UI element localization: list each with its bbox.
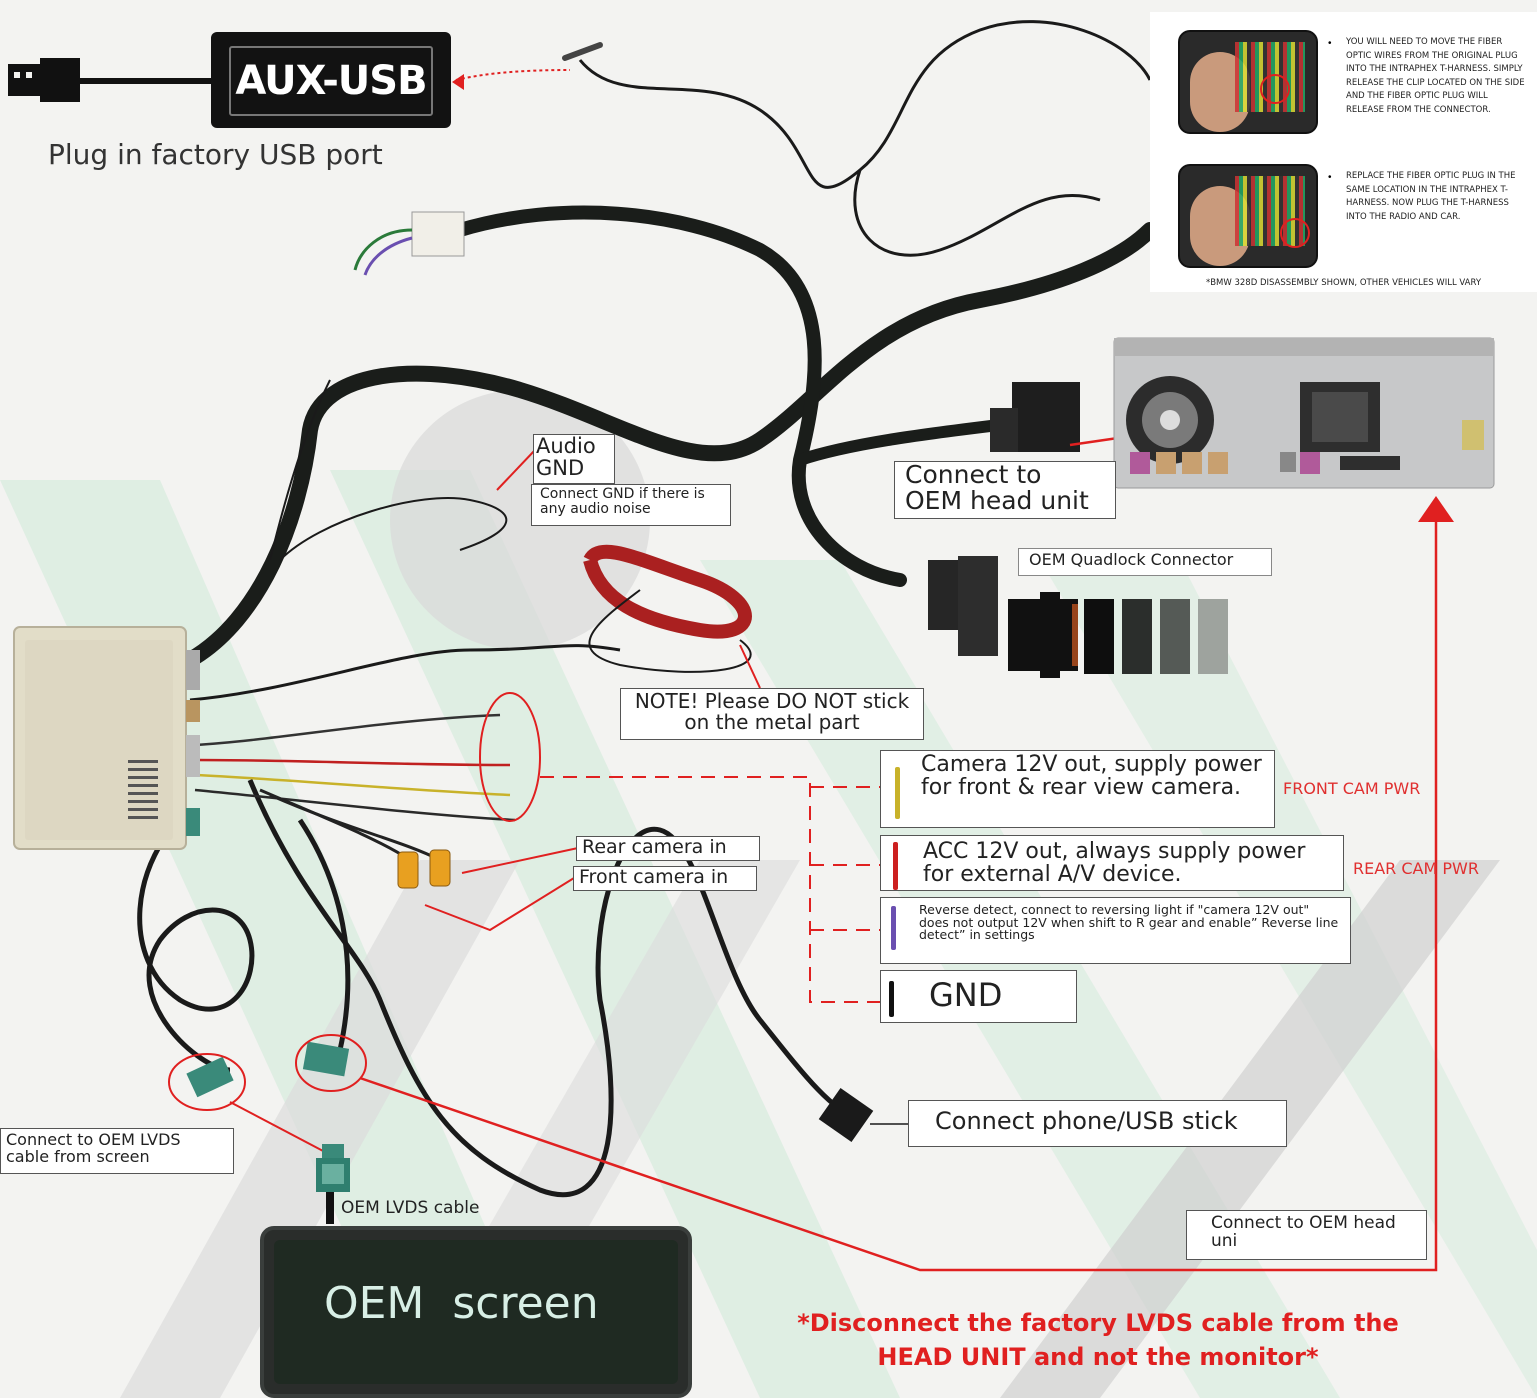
note-metal-label: NOTE! Please DO NOT stick on the metal p… [620,688,924,740]
gnd-wire-icon [889,981,894,1017]
rear-camera-label: Rear camera in [576,836,760,861]
oem-screen-label: OEM screen [324,1278,599,1329]
aux-usb-badge: AUX-USB [211,32,451,128]
photo-fiber-optic-replace [1178,164,1318,268]
lvds-from-screen-label: Connect to OEM LVDS cable from screen [0,1128,234,1174]
aux-usb-label: AUX-USB [229,46,433,116]
head-uni-label: Connect to OEM head uni [1186,1210,1427,1260]
audio-noise-label: Connect GND if there is any audio noise [531,484,731,526]
reverse-detect-wire-icon [891,906,896,950]
front-camera-label: Front camera in [573,866,757,891]
acc-12v-wire-icon [893,842,898,890]
wire-camera-12v-label: Camera 12V out, supply power for front &… [880,750,1275,828]
oem-lvds-cable-label: OEM LVDS cable [341,1198,480,1218]
audio-gnd-label: Audio GND [533,434,615,484]
wire-reverse-detect-label: Reverse detect, connect to reversing lig… [880,897,1351,964]
quadlock-label: OEM Quadlock Connector [1018,548,1272,576]
phone-usb-label: Connect phone/USB stick [908,1100,1287,1147]
instruction-step-1: YOU WILL NEED TO MOVE THE FIBER OPTIC WI… [1346,37,1525,115]
instruction-step-2: REPLACE THE FIBER OPTIC PLUG IN THE SAME… [1346,171,1516,222]
usb-caption: Plug in factory USB port [48,138,383,171]
disconnect-note: *Disconnect the factory LVDS cable from … [797,1309,1399,1371]
oem-screen: OEM screen [260,1226,692,1398]
connect-oem-head-unit-label: Connect to OEM head unit [894,461,1116,519]
rear-cam-pwr-note: REAR CAM PWR [1353,859,1479,878]
front-cam-pwr-note: FRONT CAM PWR [1283,779,1421,798]
wire-acc-12v-label: ACC 12V out, always supply power for ext… [880,835,1344,891]
instruction-panel: • YOU WILL NEED TO MOVE THE FIBER OPTIC … [1150,12,1537,292]
photo-fiber-optic-removal [1178,30,1318,134]
camera-12v-wire-icon [895,767,900,819]
instruction-footnote: *BMW 328D DISASSEMBLY SHOWN, OTHER VEHIC… [1205,278,1482,288]
wire-gnd-label: GND [880,970,1077,1023]
